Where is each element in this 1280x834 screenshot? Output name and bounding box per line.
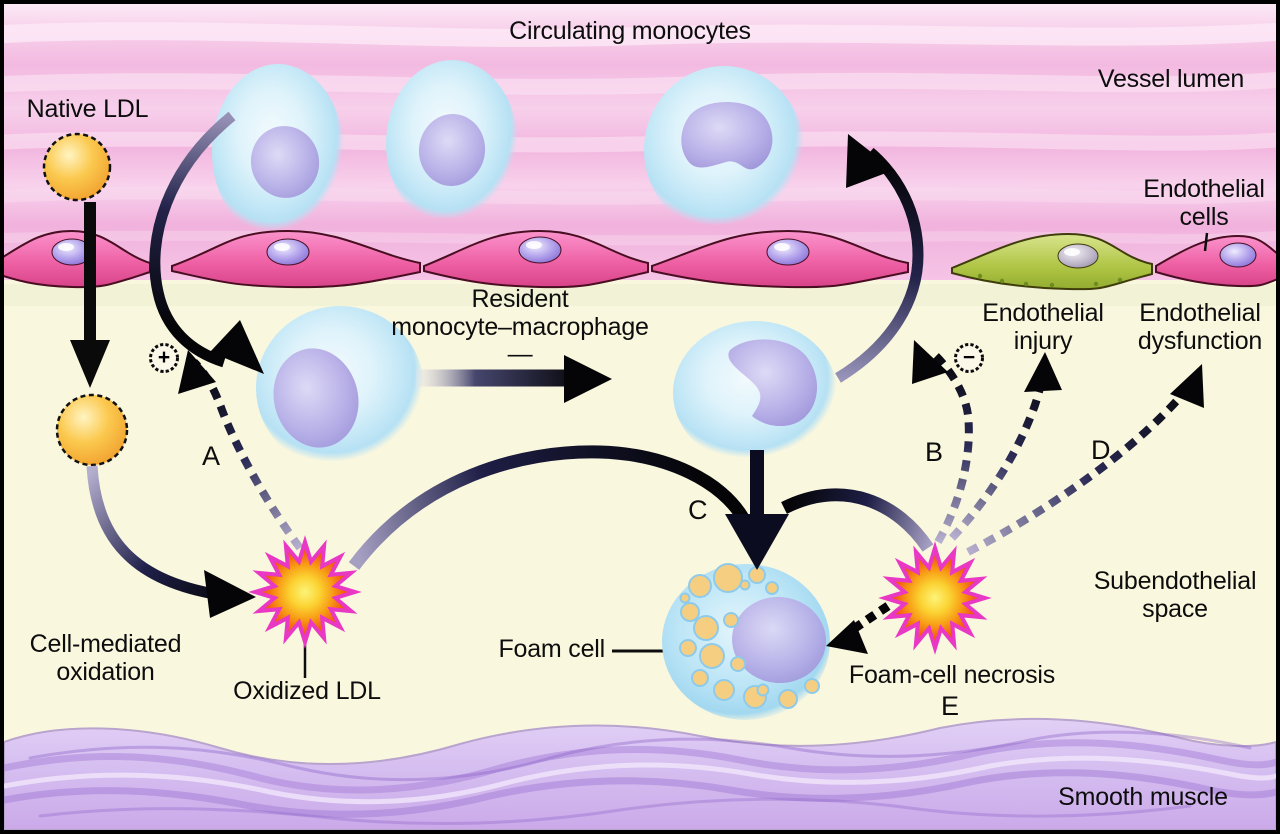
label-circulating-monocytes: Circulating monocytes [509, 17, 751, 45]
endothelium [4, 229, 1276, 291]
arrow-necrosis-recycle-right-arc [781, 488, 934, 552]
endothelial-cell [4, 229, 151, 289]
foam-cell-body [662, 563, 830, 720]
arrow-monocyte-diapedesis [149, 111, 264, 374]
arrow-foam-cell-formation [725, 450, 789, 570]
dysfunctional-endothelial-cell [951, 232, 1153, 291]
label-endothelial-dysfunction: Endothelial dysfunction [1137, 299, 1263, 355]
endothelial-cell [423, 229, 649, 289]
smooth-muscle-layer [4, 717, 1276, 830]
dashed-arrow-d [966, 364, 1204, 556]
dashed-arrow-endothelial-injury [949, 352, 1062, 541]
label-smooth-muscle: Smooth muscle [1058, 783, 1228, 811]
arrow-ldl-entry [70, 202, 110, 388]
label-endothelial-cells: Endothelial cells [1143, 175, 1265, 231]
dashed-arrow-a [178, 350, 304, 551]
label-step-a: A [202, 441, 220, 471]
dashed-arrow-b [912, 340, 973, 544]
label-foam-cell-necrosis: Foam-cell necrosis [848, 661, 1056, 689]
label-oxidized-ldl: Oxidized LDL [233, 677, 381, 705]
endothelial-cell [1155, 234, 1276, 288]
endothelial-cell [651, 229, 909, 289]
monocyte-cell [386, 60, 518, 228]
endothelial-cell [171, 229, 421, 289]
diagram-canvas [4, 4, 1276, 830]
minus-sign-badge [954, 343, 984, 373]
endothelial-cells-pointer-line [1203, 232, 1209, 252]
label-foam-cell: Foam cell [498, 635, 605, 663]
oxidized-ldl-starburst [248, 535, 362, 649]
label-endothelial-injury: Endothelial injury [982, 299, 1104, 355]
necrosis-starburst [878, 541, 992, 655]
minus-sign: − [962, 346, 976, 369]
monocyte-cell [644, 66, 804, 234]
dashed-arrow-e [826, 602, 891, 654]
lipid-droplets [679, 563, 820, 709]
label-step-d: D [1091, 435, 1111, 465]
native-ldl-sphere [42, 132, 112, 202]
subendothelial-tint-band [4, 284, 1276, 306]
arrow-macrophage-egress [835, 134, 924, 383]
monocyte-nucleus [681, 101, 773, 170]
subendothelial-ldl-sphere [55, 393, 129, 467]
label-vessel-lumen: Vessel lumen [1097, 65, 1245, 93]
macrophage-cell [673, 321, 837, 465]
plus-sign-badge [149, 343, 179, 373]
macrophage-nucleus [728, 339, 818, 427]
monocyte-cell [212, 64, 344, 240]
label-subendothelial-space: Subendothelial space [1093, 567, 1257, 623]
label-native-ldl: Native LDL [26, 95, 149, 123]
arrow-cell-mediated-oxidation [86, 465, 256, 618]
arrow-oxldl-uptake-left-arc [348, 445, 749, 570]
label-resident-monocyte-macrophage: Resident monocyte–macrophage— [391, 285, 649, 368]
label-step-b: B [925, 437, 943, 467]
resident-monocyte-cell [256, 306, 424, 470]
label-step-c: C [688, 495, 708, 525]
label-cell-mediated-oxidation: Cell-mediated oxidation [29, 630, 182, 686]
label-step-e: E [941, 691, 959, 721]
arrow-monocyte-differentiation [416, 355, 612, 403]
plus-sign: + [157, 346, 171, 369]
